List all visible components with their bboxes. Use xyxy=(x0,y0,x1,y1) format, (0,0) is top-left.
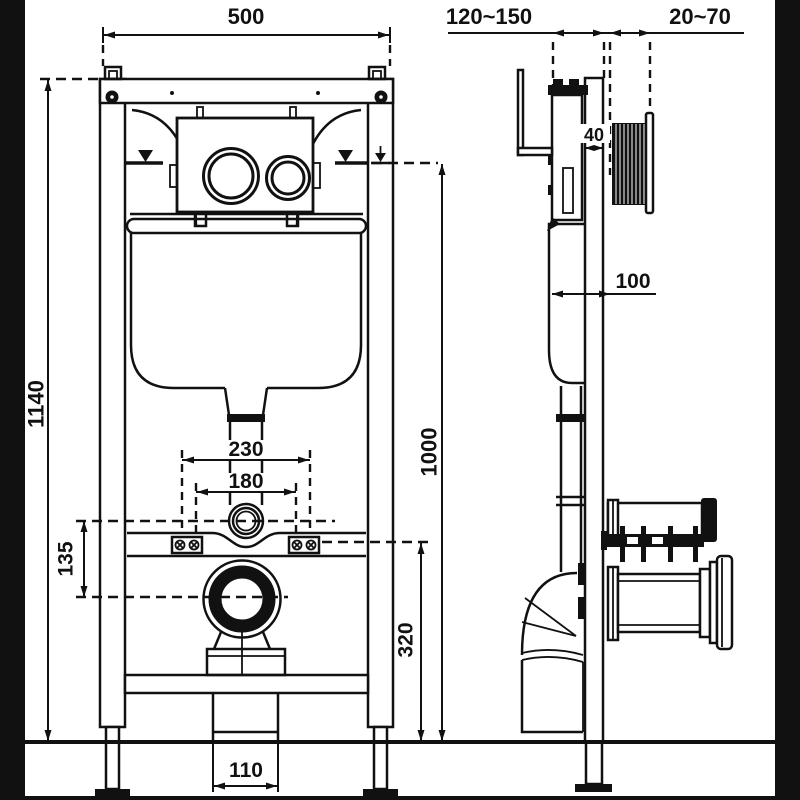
dim-profile-depth: 40 xyxy=(578,124,610,151)
drain-pipe xyxy=(211,693,280,742)
dim-inlet-offset-label: 135 xyxy=(55,541,78,576)
cistern-lid-seam xyxy=(125,217,368,235)
dim-outlet-span-inner-label: 180 xyxy=(228,470,263,493)
dim-outlet-span-outer: 230 xyxy=(182,438,310,464)
flush-button-small xyxy=(265,155,311,201)
frame-bolts xyxy=(105,90,388,104)
cistern-side xyxy=(547,222,603,385)
dim-wall-distance-label: 120~150 xyxy=(446,4,532,29)
waste-connector xyxy=(606,554,734,651)
dim-drain-width-label: 110 xyxy=(229,759,263,782)
wall-bracket xyxy=(516,68,588,157)
dim-waste-height: 320 xyxy=(395,543,425,741)
dim-frame-width-label: 500 xyxy=(228,4,265,29)
frame-bottom-rail xyxy=(123,673,370,695)
letterbox-bottom xyxy=(0,796,800,800)
right-foot xyxy=(363,789,398,797)
dim-drain-width: 110 xyxy=(213,759,278,790)
dim-wall-distance: 120~150 20~70 xyxy=(446,4,744,37)
dim-profile-depth-label: 40 xyxy=(584,125,604,145)
left-fixing-bracket xyxy=(170,535,204,555)
right-fixing-bracket xyxy=(287,535,321,555)
right-leg xyxy=(372,725,389,791)
dim-actuation-height-label: 1000 xyxy=(417,428,442,477)
dim-outlet-span-outer-label: 230 xyxy=(228,438,263,461)
frame-left-rail xyxy=(98,77,127,729)
dim-frame-height: 1140 xyxy=(24,80,52,741)
dim-tank-depth: 100 xyxy=(552,270,656,298)
hanger-hooks xyxy=(103,65,387,81)
waste-elbow xyxy=(520,571,584,734)
flush-button-large xyxy=(202,147,260,205)
dim-waste-height-label: 320 xyxy=(395,622,418,657)
flush-plate-section xyxy=(612,111,655,215)
waste-support xyxy=(205,631,287,677)
dim-frame-height-label: 1140 xyxy=(24,380,49,428)
letterbox-left xyxy=(0,0,25,800)
frame-right-rail xyxy=(366,77,395,729)
flush-plate xyxy=(175,116,315,214)
dim-actuation-height: 1000 xyxy=(417,164,446,741)
left-foot xyxy=(95,789,130,797)
dimension-annotations: 500 1140 120~150 20~70 40 xyxy=(24,4,744,792)
letterbox-right xyxy=(775,0,800,800)
front-rail-side xyxy=(550,93,584,222)
flush-pipe-side xyxy=(556,386,586,572)
front-view xyxy=(95,65,398,797)
actuator-plate xyxy=(644,111,655,215)
wall-profile xyxy=(583,76,605,744)
dim-inlet-offset: 135 xyxy=(55,521,88,597)
dim-plate-depth-label: 20~70 xyxy=(669,4,731,29)
pan-mounting-rods xyxy=(601,498,717,562)
side-view xyxy=(516,68,734,792)
side-foot xyxy=(575,784,612,792)
pan-bracket-rail xyxy=(127,531,366,558)
side-leg xyxy=(584,740,604,786)
cistern xyxy=(129,233,363,390)
frame-top-rail xyxy=(98,77,395,105)
left-leg xyxy=(104,725,121,791)
dim-tank-depth-label: 100 xyxy=(615,270,650,293)
dim-frame-width: 500 xyxy=(102,4,391,43)
dim-outlet-span-inner: 180 xyxy=(196,470,296,496)
